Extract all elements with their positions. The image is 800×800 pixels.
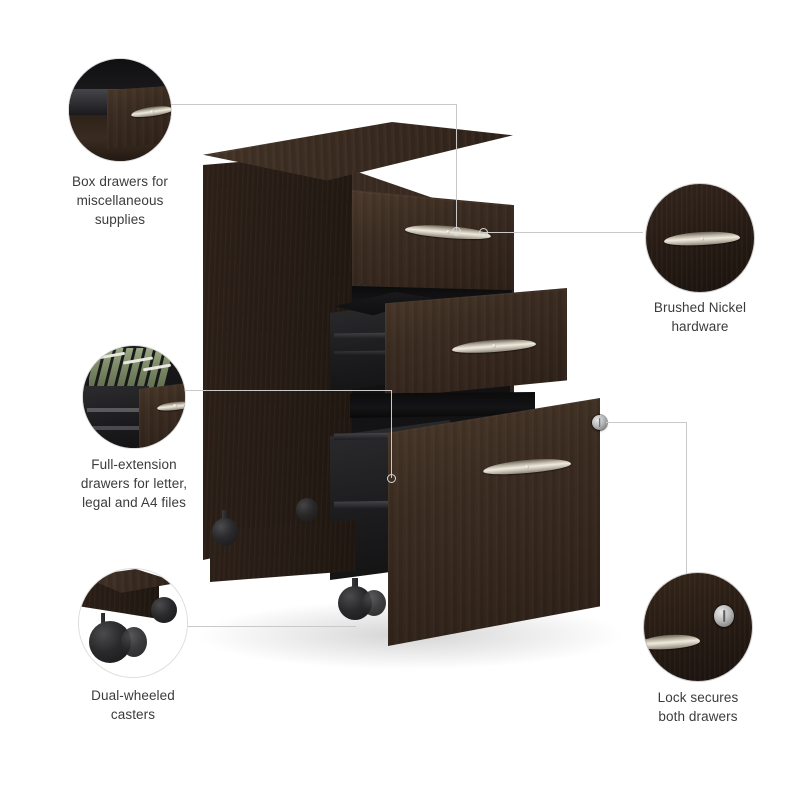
callout-bubble-hardware[interactable]	[645, 183, 755, 293]
hotspot-dot-box-drawers	[452, 227, 461, 236]
hotspot-dot-hardware	[479, 228, 488, 237]
leader-line-casters-h	[186, 626, 356, 627]
callout-bubble-full-extension[interactable]	[82, 345, 186, 449]
callout-caption-box-drawers: Box drawers for miscellaneous supplies	[71, 174, 169, 227]
drawer-middle-slide-rail	[334, 332, 426, 339]
leader-line-hardware-h	[483, 232, 643, 233]
callout-caption-lock: Lock secures both drawers	[657, 690, 739, 724]
handle-screw-icon	[149, 109, 155, 114]
leader-line-lock-h	[606, 422, 686, 423]
leader-line-box-drawers-v	[456, 104, 457, 231]
hotspot-dot-fullext	[387, 474, 396, 483]
callout-bubble-box-drawers[interactable]	[68, 58, 172, 162]
drawer-lock-cylinder[interactable]	[592, 415, 607, 430]
lock-cylinder-closeup[interactable]	[714, 605, 734, 627]
callout-bubble-lock[interactable]	[643, 572, 753, 682]
callout-bubble-casters[interactable]	[78, 568, 188, 678]
handle-screw-icon	[172, 403, 178, 409]
leader-line-lock-v	[686, 422, 687, 574]
drawer-top-front	[352, 190, 514, 298]
leader-line-fullext-h	[178, 390, 391, 391]
handle-screw-icon	[445, 229, 451, 235]
drawer-gap-lower	[350, 392, 535, 418]
handle-screw-icon	[524, 464, 530, 469]
cabinet-side-panel	[203, 152, 355, 560]
callout-caption-full-extension: Full-extension drawers for letter, legal…	[80, 457, 188, 510]
drawer-middle-slide-rail-lower	[334, 350, 426, 356]
callout-caption-hardware: Brushed Nickel hardware	[653, 300, 747, 334]
handle-screw-icon	[491, 343, 497, 349]
leader-line-fullext-v	[391, 390, 392, 478]
callout-caption-casters: Dual-wheeled casters	[91, 688, 175, 722]
drawer-bottom-front	[388, 398, 600, 646]
leader-line-box-drawers-h	[168, 104, 456, 105]
handle-screw-icon	[699, 236, 705, 241]
